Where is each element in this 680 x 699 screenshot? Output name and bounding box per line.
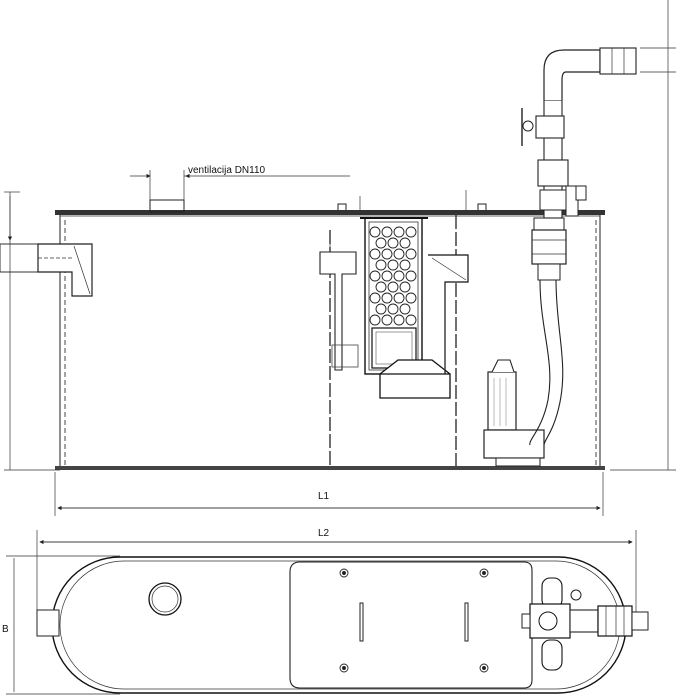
height-dimension-left xyxy=(4,191,60,471)
filter-perforation xyxy=(375,281,387,293)
side-section-view: ventilacija DN110 xyxy=(0,0,676,516)
dimension-l2-label: L2 xyxy=(318,528,330,539)
lid-handle-plan-2 xyxy=(464,602,469,642)
tank-lid xyxy=(55,210,605,215)
filter-perforation xyxy=(393,270,405,282)
filter-perforation xyxy=(399,281,411,293)
filter-perforation xyxy=(399,259,411,271)
discharge-riser xyxy=(521,47,637,281)
dimension-b-label: B xyxy=(2,624,9,635)
filter-perforation xyxy=(369,292,381,304)
ventilation-label: ventilacija DN110 xyxy=(188,165,266,176)
filter-insert xyxy=(360,217,428,375)
filter-perforation xyxy=(405,270,417,282)
filter-perforation xyxy=(381,270,393,282)
filter-perforation xyxy=(375,237,387,249)
inlet-stub-plan xyxy=(36,609,60,637)
filter-perforation xyxy=(387,259,399,271)
filter-perforation xyxy=(369,248,381,260)
discharge-fittings-plan xyxy=(521,577,649,671)
discharge-hose xyxy=(529,279,551,446)
filter-perforation xyxy=(405,314,417,326)
filter-perforation xyxy=(387,237,399,249)
lid-handle-plan-1 xyxy=(359,602,364,642)
baffle-right xyxy=(428,254,469,374)
filter-perforation xyxy=(369,314,381,326)
submersible-pump xyxy=(483,359,545,467)
filter-perforation xyxy=(405,292,417,304)
plan-view: L2 B xyxy=(2,528,649,695)
ventilation-opening-plan xyxy=(148,582,182,616)
filter-perforation xyxy=(381,248,393,260)
lid-handles xyxy=(337,190,487,212)
filter-perforation xyxy=(375,303,387,315)
dimension-l2: L2 xyxy=(36,528,637,620)
filter-perforation xyxy=(399,303,411,315)
filter-perforation xyxy=(381,314,393,326)
filter-perforation xyxy=(399,237,411,249)
outlet-funnel xyxy=(379,359,451,399)
filter-perforation xyxy=(393,292,405,304)
inlet-pipe xyxy=(0,243,93,297)
height-dimension-right xyxy=(610,0,676,471)
filter-perforation xyxy=(405,226,417,238)
filter-perforation xyxy=(393,314,405,326)
filter-perforation xyxy=(381,226,393,238)
filter-perforation xyxy=(387,281,399,293)
dimension-b: B xyxy=(2,555,120,695)
filter-perforation xyxy=(393,248,405,260)
dimension-l1-label: L1 xyxy=(318,491,330,502)
filter-perforation xyxy=(369,226,381,238)
ventilation-stub xyxy=(149,199,185,213)
filter-perforation xyxy=(369,270,381,282)
lid-bolts xyxy=(339,568,489,673)
tank-base xyxy=(55,466,605,470)
filter-perforation xyxy=(393,226,405,238)
manhole-lid-plan xyxy=(289,561,533,689)
filter-perforation xyxy=(375,259,387,271)
baffle-left xyxy=(319,251,357,371)
filter-perforation xyxy=(405,248,417,260)
filter-perforation xyxy=(387,303,399,315)
filter-perforation xyxy=(381,292,393,304)
dimension-l1: L1 xyxy=(54,472,604,516)
